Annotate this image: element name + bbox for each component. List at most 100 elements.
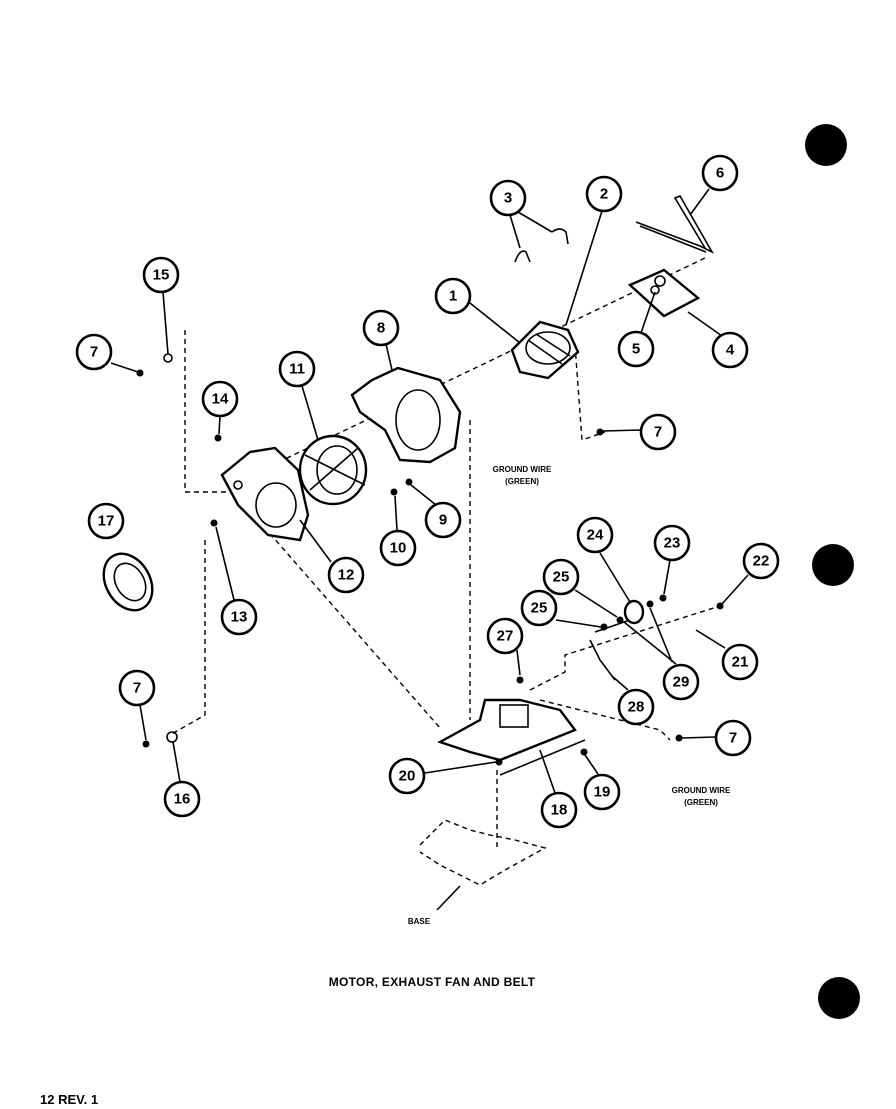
leader-21 [695, 629, 726, 649]
callout-16: 16 [163, 780, 201, 818]
leader-13 [215, 526, 235, 601]
leader-7b [602, 429, 642, 432]
leader-19 [584, 754, 599, 775]
clip-left [514, 250, 531, 263]
part-18-mount-bracket [437, 698, 586, 776]
callout-28: 28 [617, 688, 655, 726]
nut-19 [580, 748, 588, 756]
leader-3a [517, 211, 553, 233]
leader-22 [721, 574, 749, 605]
belt-outer [102, 552, 154, 612]
callout-20-label: 20 [399, 768, 416, 785]
callout-21: 21 [721, 643, 759, 681]
ground-wire-label-lower: GROUND WIRE [672, 786, 731, 795]
binder-hole-middle [812, 544, 854, 586]
binder-hole-top [805, 124, 847, 166]
housing-shell [350, 366, 462, 464]
idler-arm-shape [589, 639, 616, 681]
leader-14 [218, 415, 221, 435]
leader-20 [424, 761, 497, 774]
callout-7d-label: 7 [729, 730, 737, 747]
callout-24: 24 [576, 516, 614, 554]
screw-7-ground [596, 428, 604, 436]
callout-5: 5 [617, 330, 655, 368]
leader-7a [110, 362, 139, 373]
callout-1-label: 1 [449, 288, 457, 305]
callout-21-label: 21 [732, 654, 749, 671]
callout-25a-label: 25 [553, 569, 570, 586]
rod-shape [635, 194, 715, 254]
part-1-motor [510, 320, 580, 380]
callout-7c-label: 7 [133, 680, 141, 697]
callout-1: 1 [434, 277, 472, 315]
upper-ground-line [574, 344, 606, 441]
callout-12: 12 [327, 556, 365, 594]
callout-6-label: 6 [716, 165, 724, 182]
leader-24 [599, 552, 631, 603]
callout-7b-label: 7 [654, 424, 662, 441]
callout-7c: 7 [118, 669, 156, 707]
screw-10 [390, 488, 398, 496]
callout-4: 4 [711, 331, 749, 369]
clip-right [551, 228, 569, 245]
motor-body [510, 320, 580, 380]
callout-14: 14 [201, 380, 239, 418]
callout-23-label: 23 [664, 535, 681, 552]
part-3-clips [514, 228, 569, 263]
screw-14 [214, 434, 222, 442]
wheel-blade-2 [309, 447, 359, 491]
callout-19: 19 [583, 773, 621, 811]
washer-23 [659, 594, 667, 602]
leader-25b [555, 619, 602, 628]
callout-11: 11 [278, 350, 316, 388]
plate-hole [233, 480, 243, 490]
bracket-block [499, 704, 529, 728]
leader-7c [139, 704, 147, 741]
callout-29-label: 29 [673, 674, 690, 691]
leader-28 [611, 675, 629, 691]
callout-24-label: 24 [587, 527, 604, 544]
callout-17-label: 17 [98, 513, 115, 530]
text-labels: GROUND WIRE (GREEN) GROUND WIRE (GREEN) … [40, 465, 731, 1107]
callout-29: 29 [662, 663, 700, 701]
callout-16-label: 16 [174, 791, 191, 808]
callout-22: 22 [742, 542, 780, 580]
callout-7a-label: 7 [90, 344, 98, 361]
callout-9-label: 9 [439, 512, 447, 529]
ground-wire-sublabel-upper: (GREEN) [505, 477, 539, 486]
left-bracket-line-lower [169, 540, 206, 736]
leader-8 [385, 343, 393, 371]
ground-wire-sublabel-lower: (GREEN) [684, 798, 718, 807]
leader-16 [172, 741, 181, 783]
belt-inner [113, 562, 147, 602]
callout-17: 17 [87, 502, 125, 540]
leader-2 [565, 210, 603, 326]
leader-4 [687, 311, 723, 337]
housing-opening [395, 389, 441, 451]
callout-12-label: 12 [338, 567, 355, 584]
washer-29 [646, 600, 654, 608]
callout-18: 18 [540, 791, 578, 829]
callouts: 1 2 3 4 5 6 7 7 7 7 8 9 10 11 12 13 14 1… [75, 154, 780, 829]
motor-endcap [525, 331, 571, 365]
leader-base [436, 885, 461, 911]
callout-15-label: 15 [153, 267, 170, 284]
callout-3: 3 [489, 179, 527, 217]
callout-14-label: 14 [212, 391, 229, 408]
leader-lines [110, 188, 749, 911]
callout-20: 20 [388, 757, 426, 795]
callout-11-label: 11 [289, 361, 305, 378]
callout-25b: 25 [520, 589, 558, 627]
page-number: 12 REV. 1 [40, 1092, 98, 1107]
wheel-blade [304, 454, 366, 486]
callout-25b-label: 25 [531, 600, 548, 617]
callout-10-label: 10 [390, 540, 407, 557]
callout-28-label: 28 [628, 699, 645, 716]
part-11-fan-wheel [298, 434, 368, 506]
screw-7a [136, 369, 144, 377]
bracket-body [437, 698, 577, 762]
plate-body [220, 446, 310, 542]
nut-22 [716, 602, 724, 610]
motor-rib [527, 339, 563, 365]
